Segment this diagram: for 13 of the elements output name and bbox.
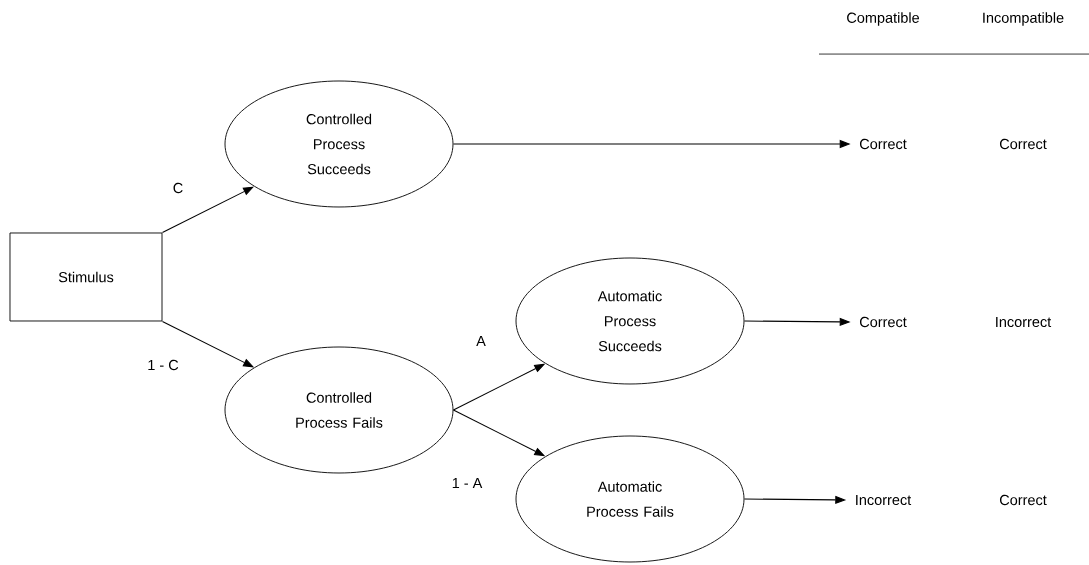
outcome-text: Incorrect: [996, 316, 1052, 328]
outcome-text: Correct: [860, 316, 907, 328]
edge-label: C: [173, 182, 183, 194]
outcome-text: Correct: [860, 138, 907, 150]
stimulus-box: Stimulus: [9, 232, 163, 322]
outcome-text: Correct: [1000, 138, 1047, 150]
edge-label: 1 - C: [148, 359, 179, 371]
edge-label: 1 - A: [452, 478, 483, 488]
outcome-text: Correct: [1000, 494, 1047, 506]
column-header: Incompatible: [983, 12, 1064, 26]
column-header: Compatible: [847, 12, 919, 26]
edge-label: A: [476, 336, 486, 346]
outcome-text: Incorrect: [856, 494, 912, 506]
